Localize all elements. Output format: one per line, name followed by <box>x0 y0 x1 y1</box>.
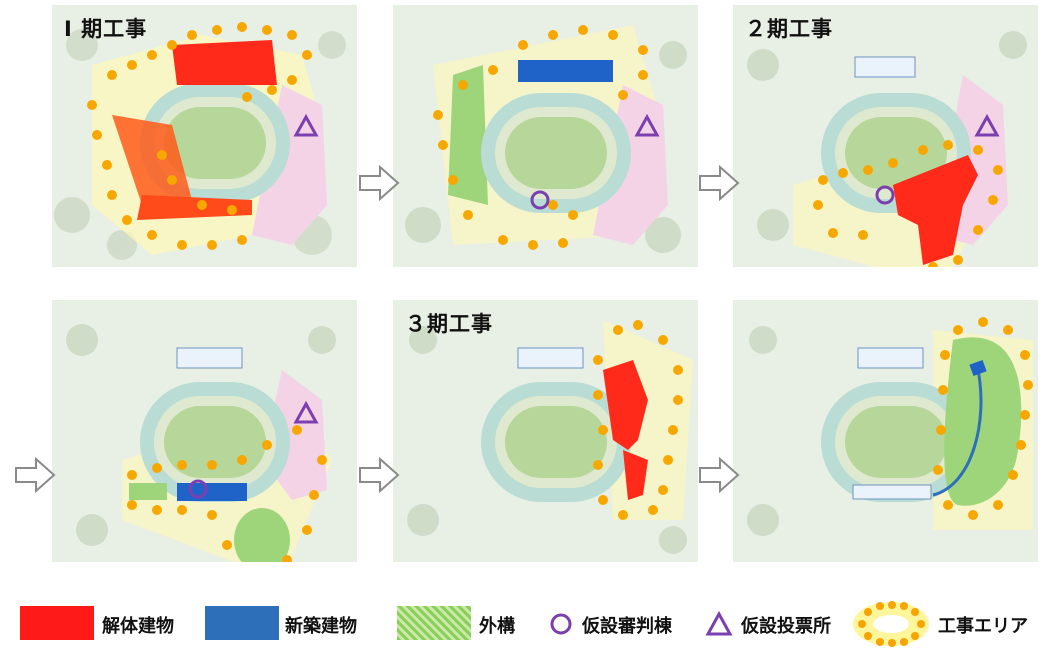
triangle-marker-icon <box>293 400 319 424</box>
right-arrow-icon <box>699 165 740 201</box>
phase-title-3: ２期工事 <box>745 17 833 41</box>
new-building-swatch <box>205 606 279 640</box>
right-arrow-icon <box>699 457 740 493</box>
site-map-1 <box>52 5 357 267</box>
legend-item-exterior: 外構 <box>397 598 527 650</box>
legend-item-temp-polling: 仮設投票所 <box>705 598 855 650</box>
triangle-marker-icon <box>974 113 1000 137</box>
triangle-marker-icon <box>634 113 660 137</box>
phase-title-5: ３期工事 <box>405 312 493 336</box>
site-map-5 <box>393 300 698 562</box>
new-building-block <box>177 483 247 501</box>
legend: 解体建物 新築建物 外構 仮設審判棟 仮設投票所 工事エリア <box>0 598 1043 650</box>
right-arrow-icon <box>359 165 400 201</box>
circle-marker-icon <box>530 190 550 210</box>
work-area-swatch <box>853 601 929 647</box>
site-map-6 <box>733 300 1038 562</box>
legend-label-temp-counting: 仮設審判棟 <box>582 616 672 637</box>
right-arrow-icon <box>15 457 56 493</box>
demolition-swatch <box>20 606 94 640</box>
phase-panel-6 <box>733 300 1038 562</box>
phase-panel-4 <box>52 300 357 562</box>
site-map-3 <box>733 5 1038 267</box>
legend-label-temp-polling: 仮設投票所 <box>741 616 831 637</box>
legend-label-new-building: 新築建物 <box>285 616 357 637</box>
phase-panel-5: ３期工事 <box>393 300 698 562</box>
circle-marker-icon <box>188 479 208 499</box>
right-arrow-icon <box>359 457 400 493</box>
phase-panel-2 <box>393 5 698 267</box>
legend-item-work-area: 工事エリア <box>852 598 1042 650</box>
site-map-4 <box>52 300 357 562</box>
triangle-marker-icon <box>293 113 319 137</box>
legend-label-demolition: 解体建物 <box>102 616 174 637</box>
legend-item-new-building: 新築建物 <box>205 598 380 650</box>
phase-panel-3: ２期工事 <box>733 5 1038 267</box>
circle-marker-icon <box>550 613 572 635</box>
legend-label-exterior: 外構 <box>479 616 515 637</box>
legend-label-work-area: 工事エリア <box>938 616 1028 637</box>
phase-title-1: I 期工事 <box>64 17 148 41</box>
triangle-marker-icon <box>705 611 733 636</box>
site-map-2 <box>393 5 698 267</box>
circle-marker-icon <box>875 185 895 205</box>
legend-item-demolition: 解体建物 <box>20 598 200 650</box>
phase-panel-1: I 期工事 <box>52 5 357 267</box>
new-building-block <box>518 60 613 82</box>
exterior-swatch <box>397 606 471 640</box>
legend-item-temp-counting: 仮設審判棟 <box>548 598 698 650</box>
